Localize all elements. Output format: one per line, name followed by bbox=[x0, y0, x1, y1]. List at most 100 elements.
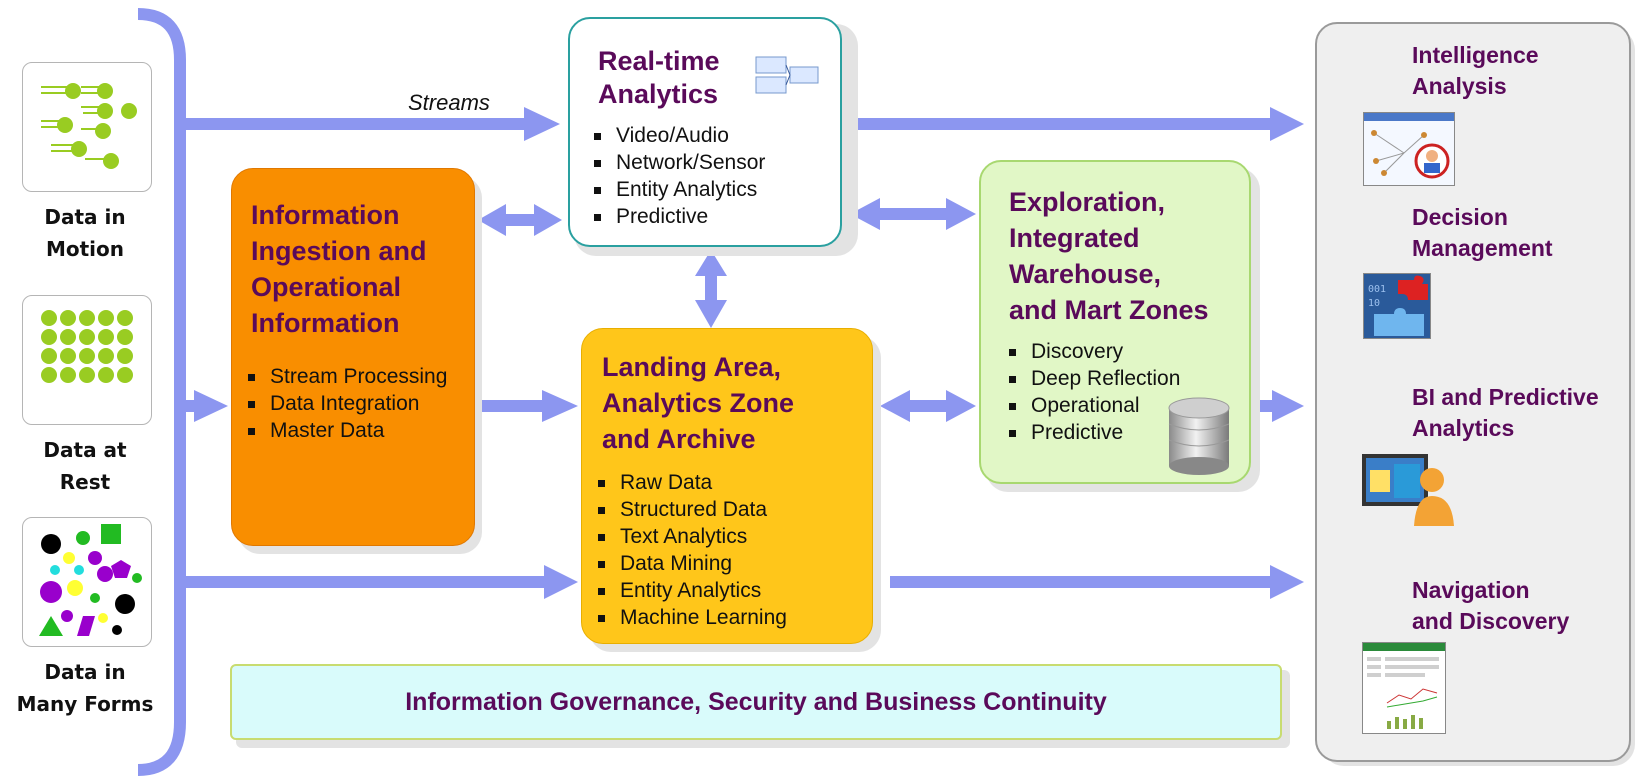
bracket-to-ingestion-arrow bbox=[186, 390, 228, 422]
grid-dot bbox=[41, 310, 57, 326]
grid-dot bbox=[41, 348, 57, 364]
grid-dot bbox=[60, 310, 76, 326]
output-title-line2: Analysis bbox=[1412, 73, 1507, 99]
output-bi-predictive-analytics: BI and Predictive Analytics bbox=[1412, 382, 1599, 444]
output-title-line1: Intelligence bbox=[1412, 42, 1539, 68]
ingestion-title-line: Operational bbox=[251, 272, 402, 302]
realtime-title: Real-time Analytics bbox=[598, 45, 720, 111]
streams-label: Streams bbox=[408, 90, 490, 115]
grid-dot bbox=[117, 329, 133, 345]
svg-text:10: 10 bbox=[1368, 298, 1380, 309]
exploration-items: Discovery Deep Reflection Operational Pr… bbox=[1005, 338, 1180, 446]
list-item: Raw Data bbox=[594, 469, 787, 496]
grid-dot bbox=[79, 329, 95, 345]
grid-dot bbox=[60, 348, 76, 364]
source-label-line2: Motion bbox=[45, 237, 125, 261]
list-item: Operational bbox=[1005, 392, 1180, 419]
ingestion-title: Information Ingestion and Operational In… bbox=[251, 197, 427, 341]
landing-exploration-double-arrow bbox=[880, 390, 976, 422]
list-item: Predictive bbox=[1005, 419, 1180, 446]
grid-dot bbox=[41, 367, 57, 383]
landing-box: Landing Area, Analytics Zone and Archive… bbox=[581, 328, 873, 644]
data-many-forms-label: Data in Many Forms bbox=[10, 656, 160, 720]
landing-title-line: Analytics Zone bbox=[602, 388, 795, 418]
list-item: Predictive bbox=[590, 203, 765, 230]
grid-dot bbox=[98, 329, 114, 345]
ingestion-box: Information Ingestion and Operational In… bbox=[231, 168, 475, 546]
grid-dot bbox=[117, 348, 133, 364]
grid-dot bbox=[98, 348, 114, 364]
grid-dot bbox=[79, 348, 95, 364]
landing-title-line: and Archive bbox=[602, 424, 756, 454]
data-in-motion-card bbox=[22, 62, 152, 192]
list-item: Master Data bbox=[244, 417, 447, 444]
output-title-line1: Decision bbox=[1412, 204, 1508, 230]
workflow-icon bbox=[755, 56, 819, 94]
list-item: Network/Sensor bbox=[590, 149, 765, 176]
list-item: Discovery bbox=[1005, 338, 1180, 365]
output-title-line2: Analytics bbox=[1412, 415, 1515, 441]
list-item: Text Analytics bbox=[594, 523, 787, 550]
realtime-title-line2: Analytics bbox=[598, 79, 719, 109]
list-item: Video/Audio bbox=[590, 122, 765, 149]
grid-dot bbox=[98, 367, 114, 383]
landing-items: Raw Data Structured Data Text Analytics … bbox=[594, 469, 787, 631]
grid-dot bbox=[60, 367, 76, 383]
data-in-motion-label: Data in Motion bbox=[10, 201, 160, 265]
output-title-line2: Management bbox=[1412, 235, 1553, 261]
list-item: Entity Analytics bbox=[594, 577, 787, 604]
report-page-icon bbox=[1363, 643, 1445, 729]
list-item: Stream Processing bbox=[244, 363, 447, 390]
data-at-rest-card bbox=[22, 295, 152, 425]
list-item: Data Mining bbox=[594, 550, 787, 577]
streaming-dots-icon bbox=[41, 83, 137, 169]
grid-dot bbox=[41, 329, 57, 345]
list-item: Structured Data bbox=[594, 496, 787, 523]
output-title-line1: Navigation bbox=[1412, 577, 1530, 603]
landing-title-line: Landing Area, bbox=[602, 352, 782, 382]
source-label-line2: Many Forms bbox=[16, 692, 154, 716]
realtime-title-line1: Real-time bbox=[598, 46, 720, 76]
output-title-line1: BI and Predictive bbox=[1412, 384, 1599, 410]
source-label-line1: Data in bbox=[44, 660, 126, 684]
ingestion-landing-arrow bbox=[482, 390, 578, 422]
exploration-output-arrow bbox=[1256, 390, 1304, 422]
output-title-line2: and Discovery bbox=[1412, 608, 1570, 634]
decision-management-image: 001 10 bbox=[1363, 273, 1431, 339]
grid-dot bbox=[79, 367, 95, 383]
output-decision-management: Decision Management bbox=[1412, 202, 1553, 264]
list-item: Machine Learning bbox=[594, 604, 787, 631]
svg-text:001: 001 bbox=[1368, 284, 1386, 295]
network-graph-icon bbox=[1364, 113, 1454, 179]
exploration-title: Exploration, Integrated Warehouse, and M… bbox=[1009, 184, 1209, 328]
output-navigation-discovery: Navigation and Discovery bbox=[1412, 575, 1569, 637]
landing-output-arrow bbox=[890, 565, 1304, 599]
ingestion-items: Stream Processing Data Integration Maste… bbox=[244, 363, 447, 444]
realtime-output-arrow bbox=[852, 107, 1304, 141]
realtime-landing-double-arrow bbox=[695, 250, 727, 328]
exploration-box: Exploration, Integrated Warehouse, and M… bbox=[979, 160, 1251, 484]
source-label-line2: Rest bbox=[59, 470, 111, 494]
exploration-title-line: and Mart Zones bbox=[1009, 295, 1209, 325]
landing-title: Landing Area, Analytics Zone and Archive bbox=[602, 349, 794, 457]
streams-arrow bbox=[186, 107, 560, 141]
realtime-items: Video/Audio Network/Sensor Entity Analyt… bbox=[590, 122, 765, 230]
grid-dot bbox=[117, 310, 133, 326]
realtime-exploration-double-arrow bbox=[850, 198, 976, 230]
exploration-title-line: Exploration, bbox=[1009, 187, 1166, 217]
ingestion-realtime-double-arrow bbox=[478, 204, 562, 236]
ingestion-title-line: Information bbox=[251, 308, 400, 338]
output-intelligence-analysis: Intelligence Analysis bbox=[1412, 40, 1539, 102]
governance-bar: Information Governance, Security and Bus… bbox=[230, 664, 1282, 740]
list-item: Entity Analytics bbox=[590, 176, 765, 203]
database-icon bbox=[1168, 397, 1230, 475]
grid-dot bbox=[79, 310, 95, 326]
realtime-analytics-box: Real-time Analytics Video/Audio Network/… bbox=[568, 17, 842, 247]
puzzle-icon: 001 10 bbox=[1368, 275, 1428, 336]
source-label-line1: Data in bbox=[44, 205, 126, 229]
bracket-to-landing-arrow bbox=[186, 565, 578, 599]
bi-analytics-image bbox=[1360, 450, 1456, 528]
ingestion-title-line: Information bbox=[251, 200, 400, 230]
intelligence-analysis-image bbox=[1363, 112, 1455, 186]
